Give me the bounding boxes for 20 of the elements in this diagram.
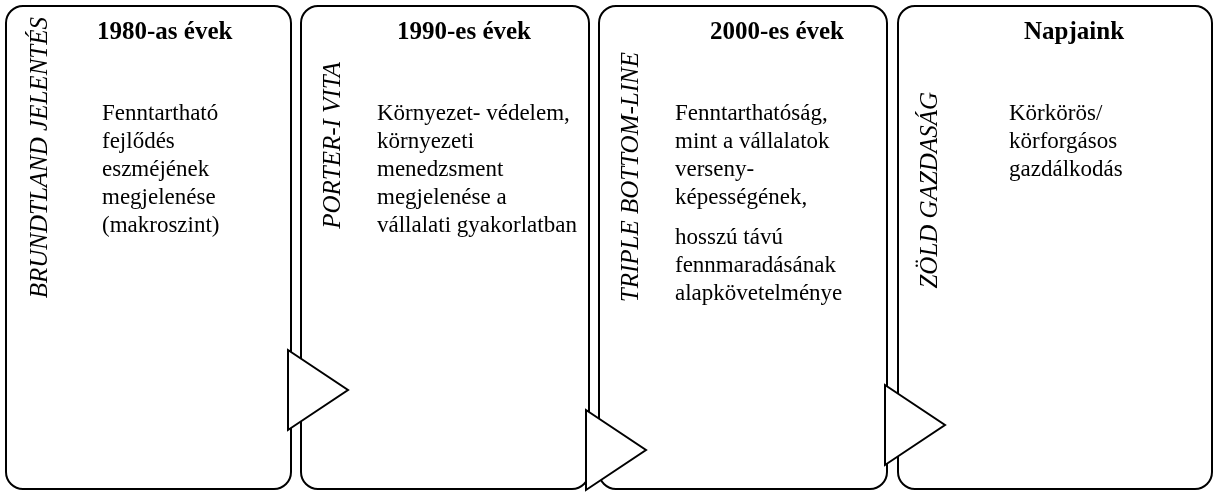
- period-card: [598, 5, 888, 490]
- vertical-label: PORTER-I VITA: [318, 62, 346, 229]
- period-heading: 2000-es évek: [710, 17, 844, 45]
- period-card: [897, 5, 1213, 490]
- description-text: Körkörös/ körforgásos gazdálkodás: [1009, 99, 1124, 183]
- description-text: Fenntarthatóság, mint a vállalatok verseny- képességének,: [675, 99, 831, 211]
- description-text: Környezet- védelem, környezeti menedzsment megjelenése a vállalati gyakorlatban: [377, 99, 577, 239]
- description-text: hosszú távú fennmaradásának alapkövetelménye: [675, 223, 844, 307]
- arrow: [585, 409, 647, 491]
- period-heading: 1990-es évek: [397, 17, 531, 45]
- period-heading: Napjaink: [1024, 17, 1125, 45]
- period-heading: 1980-as évek: [97, 17, 233, 45]
- arrow: [884, 384, 946, 466]
- vertical-label: ZÖLD GAZDASÁG: [915, 92, 943, 289]
- period-card: [5, 5, 292, 490]
- period-card: [300, 5, 590, 490]
- description-text: Fenntartható fejlődés eszméjének megjelenése (makroszint): [102, 99, 221, 239]
- arrow: [287, 349, 349, 431]
- vertical-label: TRIPLE BOTTOM-LINE: [616, 52, 644, 303]
- vertical-label: BRUNDTLAND JELENTÉS: [25, 17, 53, 299]
